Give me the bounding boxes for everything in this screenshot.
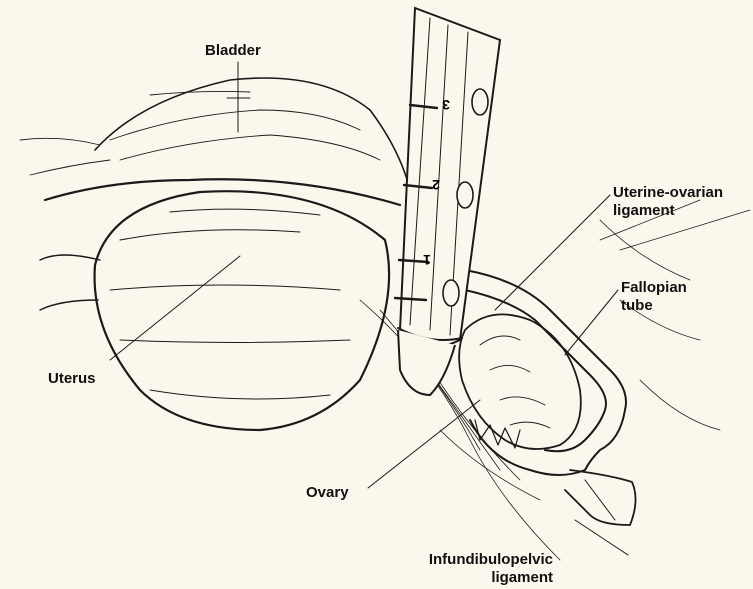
- uterus: [40, 191, 389, 430]
- label-fallopian-line1: Fallopian: [621, 279, 687, 297]
- label-uterus: Uterus: [48, 370, 96, 388]
- ovary: [459, 314, 581, 449]
- scope-mark-1: 1: [423, 252, 431, 268]
- laparoscope: 3 2 1: [395, 8, 500, 395]
- label-ovary: Ovary: [306, 484, 349, 502]
- ovary-leader: [368, 400, 480, 488]
- fallopian-tube: [465, 270, 626, 475]
- label-infundibulopelvic-line2: ligament: [409, 569, 553, 587]
- label-uterine-ovarian-line2: ligament: [613, 202, 723, 220]
- fallopian-leader: [565, 290, 618, 355]
- label-bladder: Bladder: [205, 42, 261, 60]
- uterus-leader: [110, 256, 240, 360]
- bladder: [20, 78, 410, 205]
- infundibulopelvic-ligament: [565, 470, 636, 525]
- label-uterine-ovarian-ligament: Uterine-ovarian ligament: [613, 184, 723, 220]
- label-fallopian-line2: tube: [621, 297, 687, 315]
- scope-mark-2: 2: [432, 177, 440, 193]
- leader-lines: [110, 62, 628, 555]
- uterine-ovarian-leader: [495, 195, 610, 310]
- label-infundibulopelvic-ligament: Infundibulopelvic ligament: [409, 551, 553, 587]
- label-fallopian-tube: Fallopian tube: [621, 279, 687, 315]
- scope-mark-3: 3: [442, 97, 450, 113]
- label-uterine-ovarian-line1: Uterine-ovarian: [613, 184, 723, 202]
- label-infundibulopelvic-line1: Infundibulopelvic: [409, 551, 553, 569]
